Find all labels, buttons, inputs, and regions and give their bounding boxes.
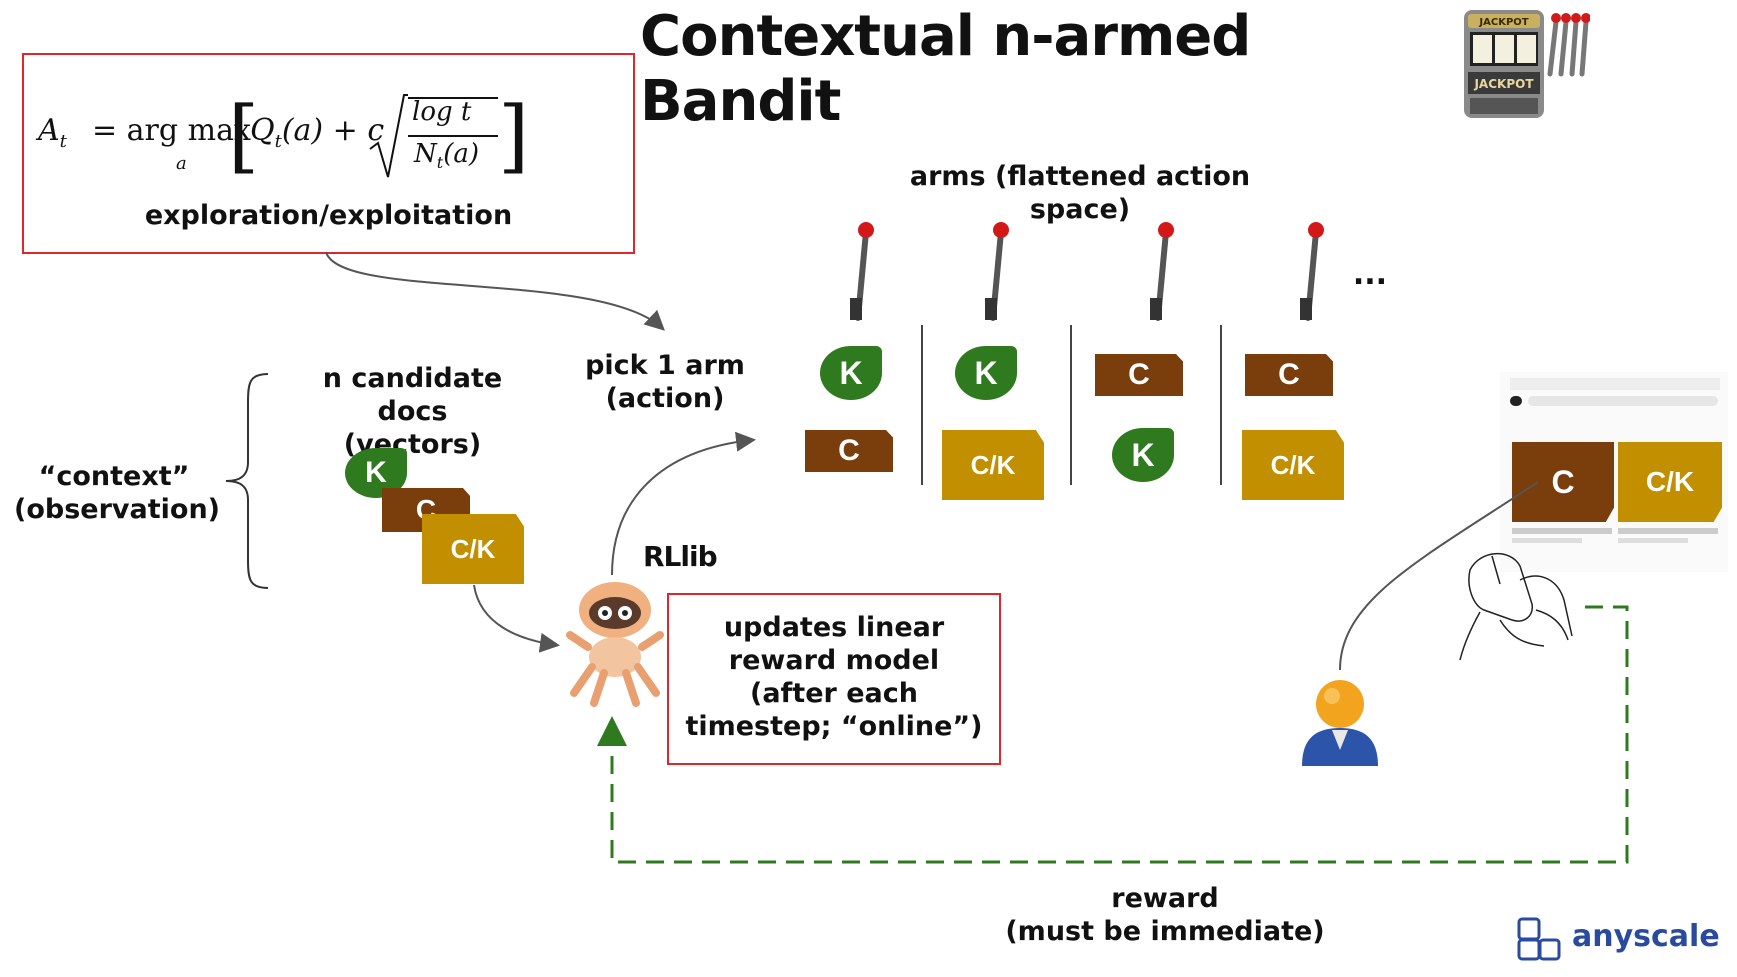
candidates-label: n candidate docs (vectors) [285, 362, 540, 461]
context-line2: (observation) [14, 494, 221, 525]
candidate-ck-tile: C/K [422, 514, 524, 584]
more-arms-ellipsis: ... [1352, 257, 1388, 292]
arm1-k-tile: K [820, 346, 882, 400]
updates-line4: timestep; “online”) [685, 711, 983, 742]
page-title: Contextual n-armed Bandit [640, 4, 1251, 134]
formula-caption: exploration/exploitation [144, 200, 513, 231]
slot-machine-top-label: JACKPOT [1478, 17, 1528, 28]
arrow-robot-to-arms [611, 431, 756, 576]
formula-argmax-sub: a [176, 153, 187, 174]
context-brace [220, 372, 270, 590]
formula-box: At = arg max a [ Qt(a) + c log t Nt(a) ]… [22, 53, 635, 254]
arm-divider-2 [1070, 325, 1072, 485]
arrow-reward-loop [597, 605, 1629, 864]
arm2-k-tile: K [955, 346, 1017, 400]
reward-line2: (must be immediate) [1005, 916, 1325, 947]
updates-box: updates linear reward model (after each … [667, 593, 1001, 765]
formula-frac-den: N [414, 139, 437, 169]
arm3-c-tile: C [1095, 354, 1183, 396]
arm4-ck-tile: C/K [1242, 430, 1344, 500]
arm-divider-1 [921, 325, 923, 485]
formula-right-bracket: ] [498, 89, 530, 182]
formula-q: Q [250, 113, 275, 148]
updates-line2: reward model [728, 645, 940, 676]
robot-agent-icon [560, 575, 670, 710]
slot-machine-bottom-label: JACKPOT [1473, 77, 1534, 91]
ucb-formula: At = arg max a [ Qt(a) + c log t Nt(a) ] [38, 91, 618, 181]
pick-arm-label: pick 1 arm (action) [585, 349, 745, 415]
arm-lever-3 [1140, 218, 1180, 323]
arm2-ck-tile: C/K [942, 430, 1044, 500]
candidates-line1: n candidate docs [322, 363, 503, 427]
arm-lever-2 [975, 218, 1015, 323]
context-label: “context” (observation) [14, 460, 221, 526]
arm-lever-4 [1290, 218, 1330, 323]
pick-arm-line2: (action) [605, 383, 725, 414]
anyscale-logo: anyscale [1516, 914, 1728, 964]
formula-q-sub: t [274, 131, 282, 152]
context-line1: “context” [38, 461, 190, 492]
arrow-user-to-feed [1339, 481, 1539, 671]
formula-q-arg: (a) + c [281, 113, 385, 148]
hand-mouse-icon [1440, 540, 1590, 670]
feed-c-tile: C [1512, 442, 1614, 522]
formula-frac-num: log t [412, 97, 472, 127]
slot-machine-image: JACKPOT JACKPOT [1460, 4, 1591, 122]
user-avatar-icon [1298, 676, 1382, 772]
formula-left-bracket: [ [228, 89, 260, 182]
feed-ck-tile: C/K [1618, 442, 1722, 522]
updates-line3: (after each [750, 678, 918, 709]
anyscale-wordmark: anyscale [1572, 919, 1720, 954]
arm4-c-tile: C [1245, 354, 1333, 396]
formula-lhs: A [38, 113, 60, 148]
updates-line1: updates linear [723, 612, 945, 643]
arms-label: arms (flattened action space) [909, 161, 1251, 225]
updates-text: updates linear reward model (after each … [669, 611, 999, 743]
arm-lever-1 [840, 218, 880, 323]
arm-divider-3 [1220, 325, 1222, 485]
formula-lhs-sub: t [59, 131, 67, 152]
reward-line1: reward [1111, 883, 1219, 914]
reward-label: reward (must be immediate) [985, 882, 1345, 948]
arm3-k-tile: K [1112, 428, 1174, 482]
pick-arm-line1: pick 1 arm [585, 350, 745, 381]
video-feed-screenshot: C C/K [1500, 372, 1728, 572]
formula-frac-den-sub: t [436, 153, 444, 173]
arrow-candidates-to-robot [473, 584, 560, 653]
arrow-formula-to-pick [325, 251, 665, 331]
formula-frac-den-arg: (a) [443, 139, 479, 169]
rllib-logo: RLlib [643, 540, 718, 573]
formula-argmax: = arg max [92, 113, 251, 148]
arm1-c-tile: C [805, 430, 893, 472]
